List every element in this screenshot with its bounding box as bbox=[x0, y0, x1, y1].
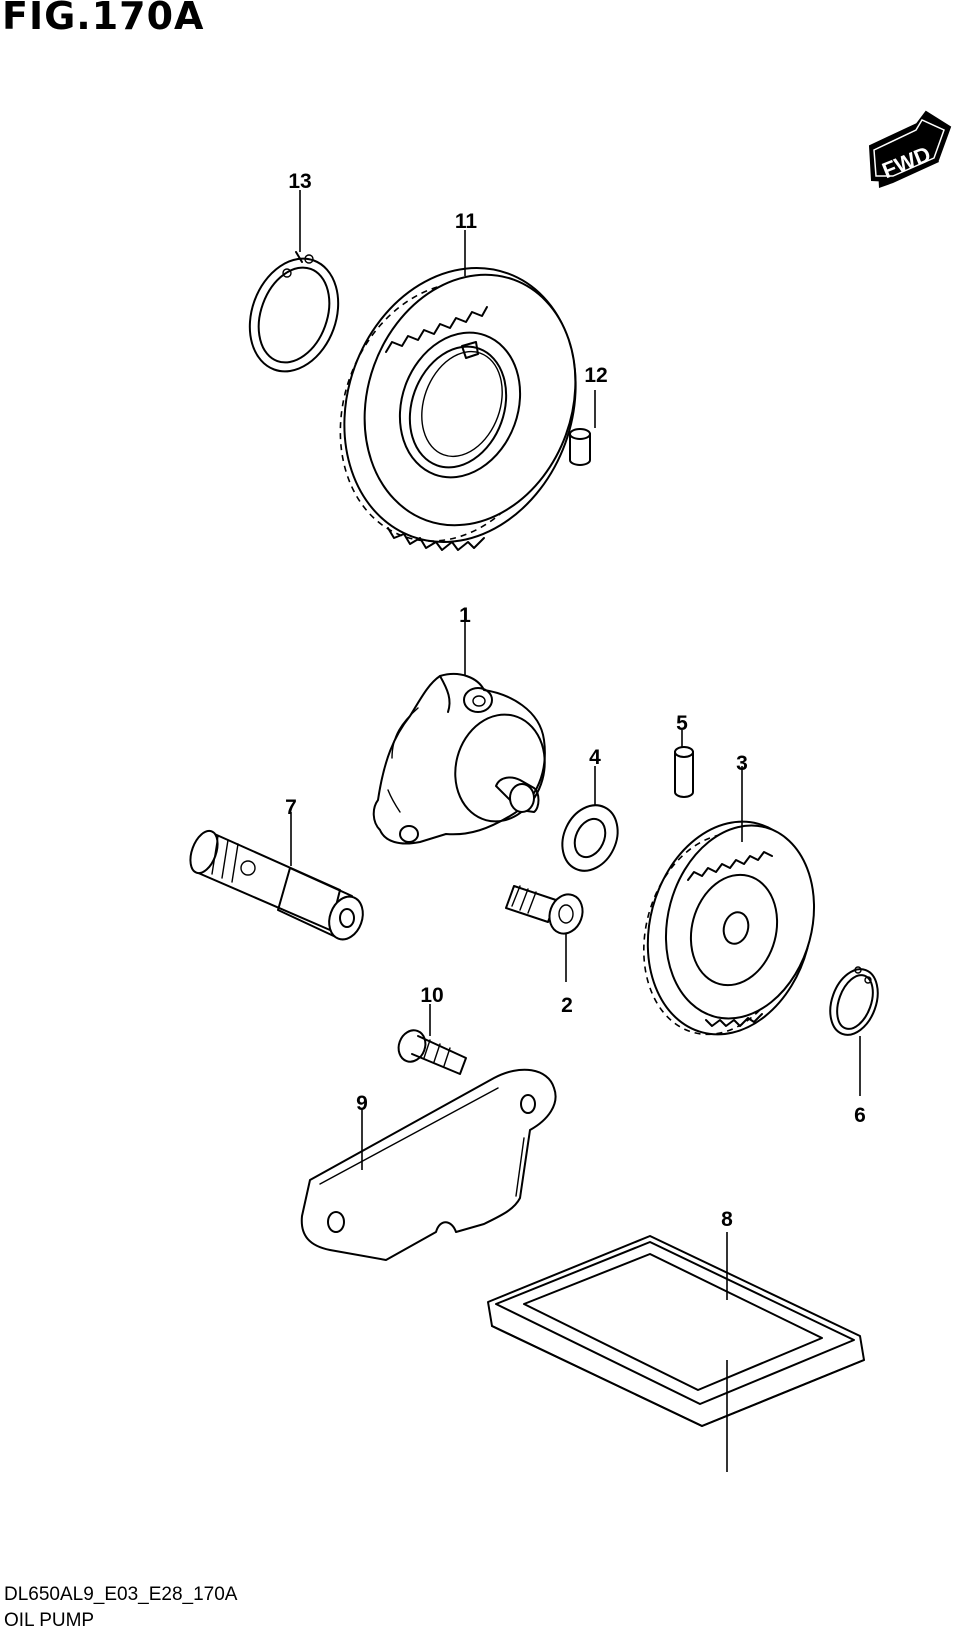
part-9-gasket bbox=[300, 1068, 557, 1261]
callout-9: 9 bbox=[356, 1092, 368, 1115]
callout-1: 1 bbox=[459, 604, 471, 627]
callout-3: 3 bbox=[736, 752, 748, 775]
callout-4: 4 bbox=[589, 746, 601, 769]
part-5-pin bbox=[674, 746, 694, 798]
leader-lines bbox=[290, 190, 861, 1472]
part-3-pump-gear bbox=[643, 820, 816, 1036]
part-7-shaft bbox=[189, 829, 364, 941]
callout-12: 12 bbox=[584, 364, 607, 387]
part-2-bolt bbox=[505, 885, 584, 935]
callout-2: 2 bbox=[561, 994, 573, 1017]
callout-5: 5 bbox=[676, 712, 688, 735]
callout-7: 7 bbox=[285, 796, 297, 819]
callout-8: 8 bbox=[721, 1208, 733, 1231]
part-11-large-gear bbox=[339, 266, 577, 551]
figure-caption: OIL PUMP bbox=[4, 1610, 95, 1631]
part-6-circlip bbox=[829, 966, 879, 1036]
part-13-circlip bbox=[248, 251, 340, 373]
fwd-arrow-icon: FWD bbox=[868, 110, 952, 188]
callout-13: 13 bbox=[288, 170, 311, 193]
callout-11: 11 bbox=[455, 210, 478, 233]
callout-10: 10 bbox=[420, 984, 443, 1007]
part-8-strainer bbox=[487, 1235, 865, 1427]
callout-6: 6 bbox=[854, 1104, 866, 1127]
figure-title: FIG.170A bbox=[2, 0, 205, 38]
part-10-bolt bbox=[397, 1029, 467, 1075]
part-12-pin bbox=[569, 428, 591, 466]
part-1-oil-pump-body bbox=[372, 672, 546, 845]
part-4-washer bbox=[561, 804, 619, 872]
figure-code: DL650AL9_E03_E28_170A bbox=[4, 1584, 238, 1605]
